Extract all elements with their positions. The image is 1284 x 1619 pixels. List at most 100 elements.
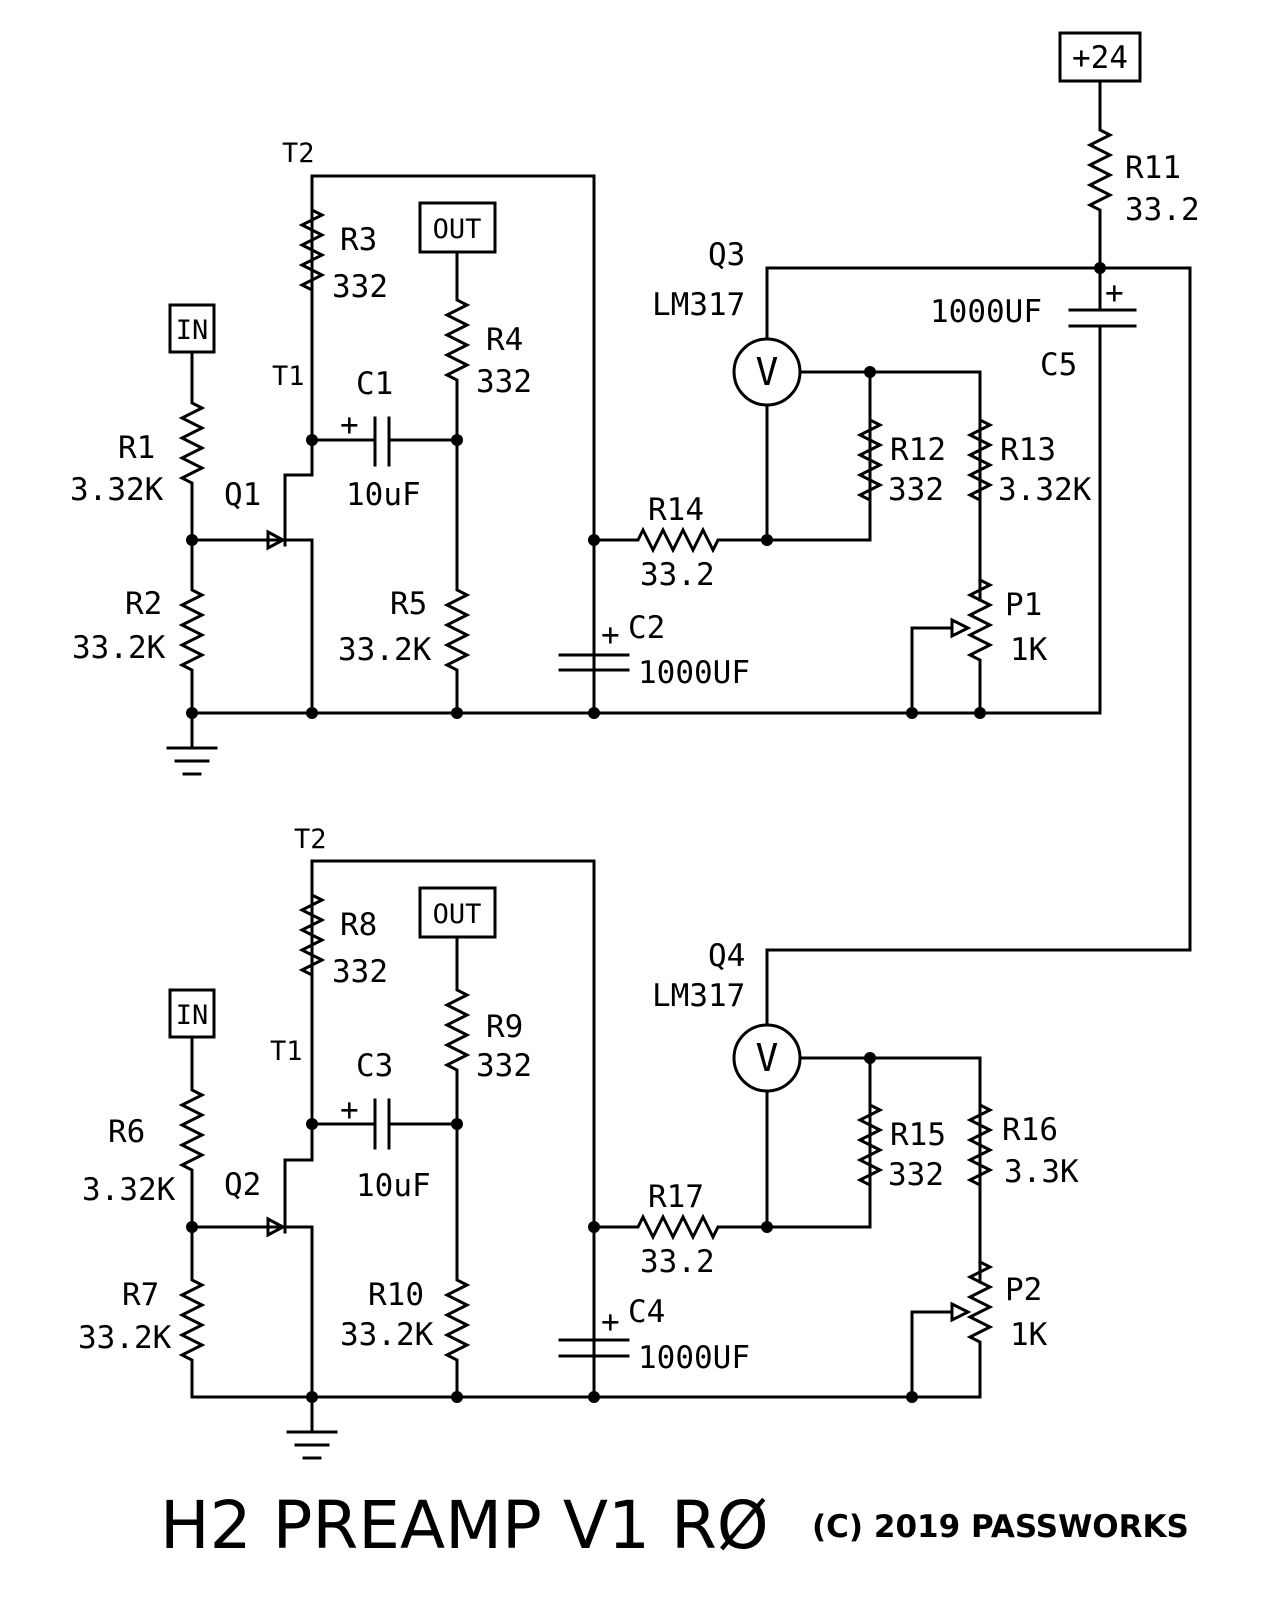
q2-label: Q2 (224, 1167, 261, 1203)
r9-resistor (443, 935, 471, 1126)
junction-dot (451, 707, 463, 719)
junction-dot (306, 707, 318, 719)
r5-resistor (443, 438, 471, 715)
r14-ref: R14 (648, 492, 704, 528)
p2-ref: P2 (1005, 1272, 1042, 1308)
top-t2-label: T2 (282, 138, 315, 169)
junction-dot (906, 1391, 918, 1403)
r6-ref: R6 (108, 1114, 145, 1150)
r10-value: 33.2K (340, 1317, 434, 1353)
q2-arrow (266, 1216, 287, 1238)
r12-resistor (856, 370, 884, 542)
r15-resistor (856, 1056, 884, 1229)
c3-value: 10uF (356, 1168, 431, 1204)
bottom-channel: IN R6 3.32K R7 33.2K Q2 R8 332 T2 T1 + C… (78, 824, 1079, 1460)
p1-wiper-arrow (950, 617, 972, 639)
c1-ref: C1 (356, 366, 393, 402)
supply-rail (765, 266, 1192, 992)
bottom-in-label: IN (176, 1000, 209, 1031)
c5-ref: C5 (1040, 347, 1077, 383)
r8-resistor (298, 859, 596, 1399)
ground-icon (286, 1395, 338, 1460)
c5-value: 1000UF (930, 294, 1042, 330)
q1-arrow (266, 529, 287, 551)
r8-ref: R8 (340, 907, 377, 943)
r3-resistor (298, 174, 596, 715)
q3-symbol: V (756, 350, 779, 394)
top-out-label: OUT (433, 214, 482, 245)
q4-part: LM317 (652, 978, 745, 1014)
r10-resistor (443, 1122, 471, 1399)
r9-ref: R9 (486, 1009, 523, 1045)
r14-value: 33.2 (640, 557, 715, 593)
c4-plus: + (601, 1304, 620, 1340)
p1-ref: P1 (1005, 587, 1042, 623)
r4-value: 332 (476, 364, 532, 400)
c2-plus: + (601, 617, 620, 653)
r4-ref: R4 (486, 322, 523, 358)
r17-value: 33.2 (640, 1244, 715, 1280)
q1-label: Q1 (224, 477, 261, 513)
supply-section: +24 R11 33.2 + 1000UF C5 (765, 31, 1200, 992)
junction-dot (974, 707, 986, 719)
schematic-title: H2 PREAMP V1 RØ (160, 1487, 769, 1564)
c1-value: 10uF (346, 477, 421, 513)
bottom-t1-label: T1 (270, 1036, 303, 1067)
r16-ref: R16 (1002, 1112, 1058, 1148)
c2-value: 1000UF (638, 655, 750, 691)
r7-ref: R7 (122, 1277, 159, 1313)
c2-ref: C2 (628, 610, 665, 646)
p1-potentiometer (966, 577, 994, 715)
r13-resistor (966, 370, 994, 582)
r11-value: 33.2 (1125, 192, 1200, 228)
q2-jfet (190, 1122, 314, 1399)
r16-value: 3.3K (1004, 1154, 1079, 1190)
c1-plus: + (340, 407, 359, 443)
p1-value: 1K (1010, 632, 1048, 668)
r2-ref: R2 (125, 586, 162, 622)
q4-ref: Q4 (708, 938, 745, 974)
junction-dot (451, 1391, 463, 1403)
r11-resistor (1086, 79, 1114, 270)
junction-dot (588, 1391, 600, 1403)
r4-resistor (443, 250, 471, 442)
top-in-label: IN (176, 315, 209, 346)
c4-ref: C4 (628, 1294, 665, 1330)
c3-plus: + (340, 1092, 359, 1128)
top-channel: IN R1 3.32K R2 33.2K Q1 R3 332 T2 T1 + C… (70, 138, 1102, 776)
r1-value: 3.32K (70, 472, 164, 508)
c3-capacitor (310, 1098, 459, 1150)
p1-wiper (910, 626, 954, 715)
p2-potentiometer (966, 1259, 994, 1399)
c5-capacitor (1068, 266, 1137, 715)
junction-dot (588, 707, 600, 719)
r11-ref: R11 (1125, 150, 1181, 186)
c5-plus: + (1105, 275, 1124, 311)
r13-ref: R13 (1000, 432, 1056, 468)
c3-ref: C3 (356, 1048, 393, 1084)
junction-dot (906, 707, 918, 719)
c1-capacitor (310, 416, 459, 467)
p2-wiper-arrow (950, 1301, 972, 1323)
ground-icon (166, 711, 218, 776)
r17-ref: R17 (648, 1179, 704, 1215)
r7-value: 33.2K (78, 1320, 172, 1356)
r2-value: 33.2K (72, 630, 166, 666)
r3-value: 332 (332, 269, 388, 305)
q3-ref: Q3 (708, 237, 745, 273)
r12-value: 332 (888, 472, 944, 508)
c4-value: 1000UF (638, 1340, 750, 1376)
c2-capacitor (558, 538, 630, 715)
bottom-out-label: OUT (433, 899, 482, 930)
bottom-t2-label: T2 (294, 824, 327, 855)
r15-value: 332 (888, 1157, 944, 1193)
r14-resistor (592, 368, 872, 554)
r5-ref: R5 (390, 586, 427, 622)
r5-value: 33.2K (338, 632, 432, 668)
q3-part: LM317 (652, 287, 745, 323)
supply-label: +24 (1072, 40, 1128, 76)
r15-ref: R15 (890, 1117, 946, 1153)
r2-resistor (178, 538, 206, 715)
p2-wiper (910, 1310, 954, 1399)
